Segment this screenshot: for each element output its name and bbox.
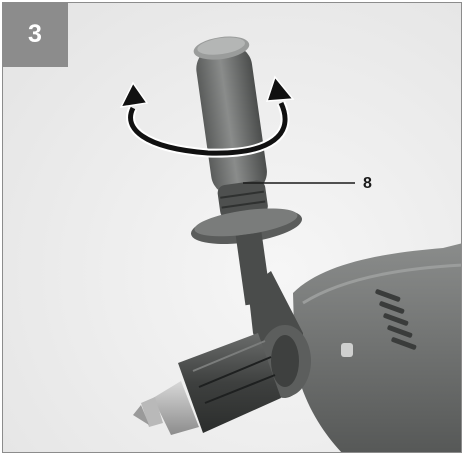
rotate-arrows-icon: [119, 75, 295, 158]
side-handle: [191, 36, 303, 306]
step-number-badge: 3: [2, 2, 68, 67]
vent-slots: [375, 289, 417, 350]
drill-body: [293, 243, 461, 452]
drill-photo: [3, 3, 461, 452]
callout-label: 8: [363, 175, 372, 192]
drill-chuck: [133, 333, 281, 435]
figure-frame: 8: [2, 2, 462, 453]
